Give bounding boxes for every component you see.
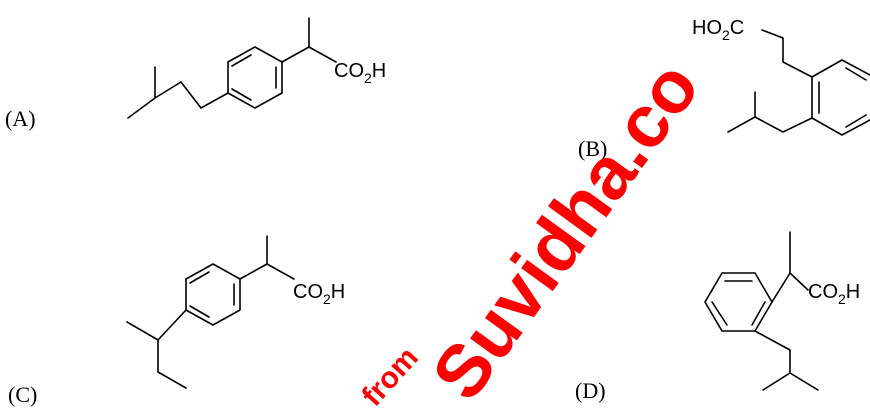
structure-b-ring-double-bond [845,67,867,81]
structure-a-acid-group: CO2H [334,60,386,86]
option-d-label: (D) [575,378,606,403]
structure-b-benzene-ring [811,59,870,136]
structure-a-benzene-ring [227,46,283,109]
structure-d-isobutyl-branch [789,372,819,391]
option-c-label: (C) [8,382,37,407]
structure-a-propanoic-chain [281,46,337,63]
structure-c-sec-butyl-branch [126,321,159,341]
structure-a: CO2H (A) [5,17,386,131]
watermark-small-text: from [356,341,425,410]
option-a-label: (A) [5,106,36,131]
structure-c-benzene-ring [185,263,241,326]
structure-d-ring-double-bond [751,301,766,326]
structure-c: CO2H (C) [8,235,345,407]
structure-b-ring-double-bond [845,114,867,128]
structure-c-propanoic-chain [239,263,295,280]
structure-b: HO2C (B) [578,17,870,161]
structure-a-ring-double-bond [231,88,252,101]
structure-b-propanoic-chain [761,29,813,78]
structure-b-acid-group: HO2C [692,17,744,43]
structure-a-ring-double-bond [231,54,252,67]
structure-a-isobutyl-chain [127,81,229,119]
structure-b-isobutyl-chain [727,116,813,133]
structure-d-ring-double-bond [711,301,728,326]
structure-d-propanoic-chain [771,272,809,303]
structure-c-sec-butyl-chain [157,309,187,389]
structure-c-acid-group: CO2H [293,281,345,307]
structure-d-acid-group: CO2H [808,281,860,307]
structure-c-ring-double-bond [189,271,210,284]
structure-d: CO2H (D) [575,231,860,403]
watermark-text: Suvidha.co [416,46,715,410]
structure-c-ring-double-bond [189,305,210,318]
structure-d-isobutyl-chain [754,330,791,391]
option-b-label: (B) [578,136,607,161]
